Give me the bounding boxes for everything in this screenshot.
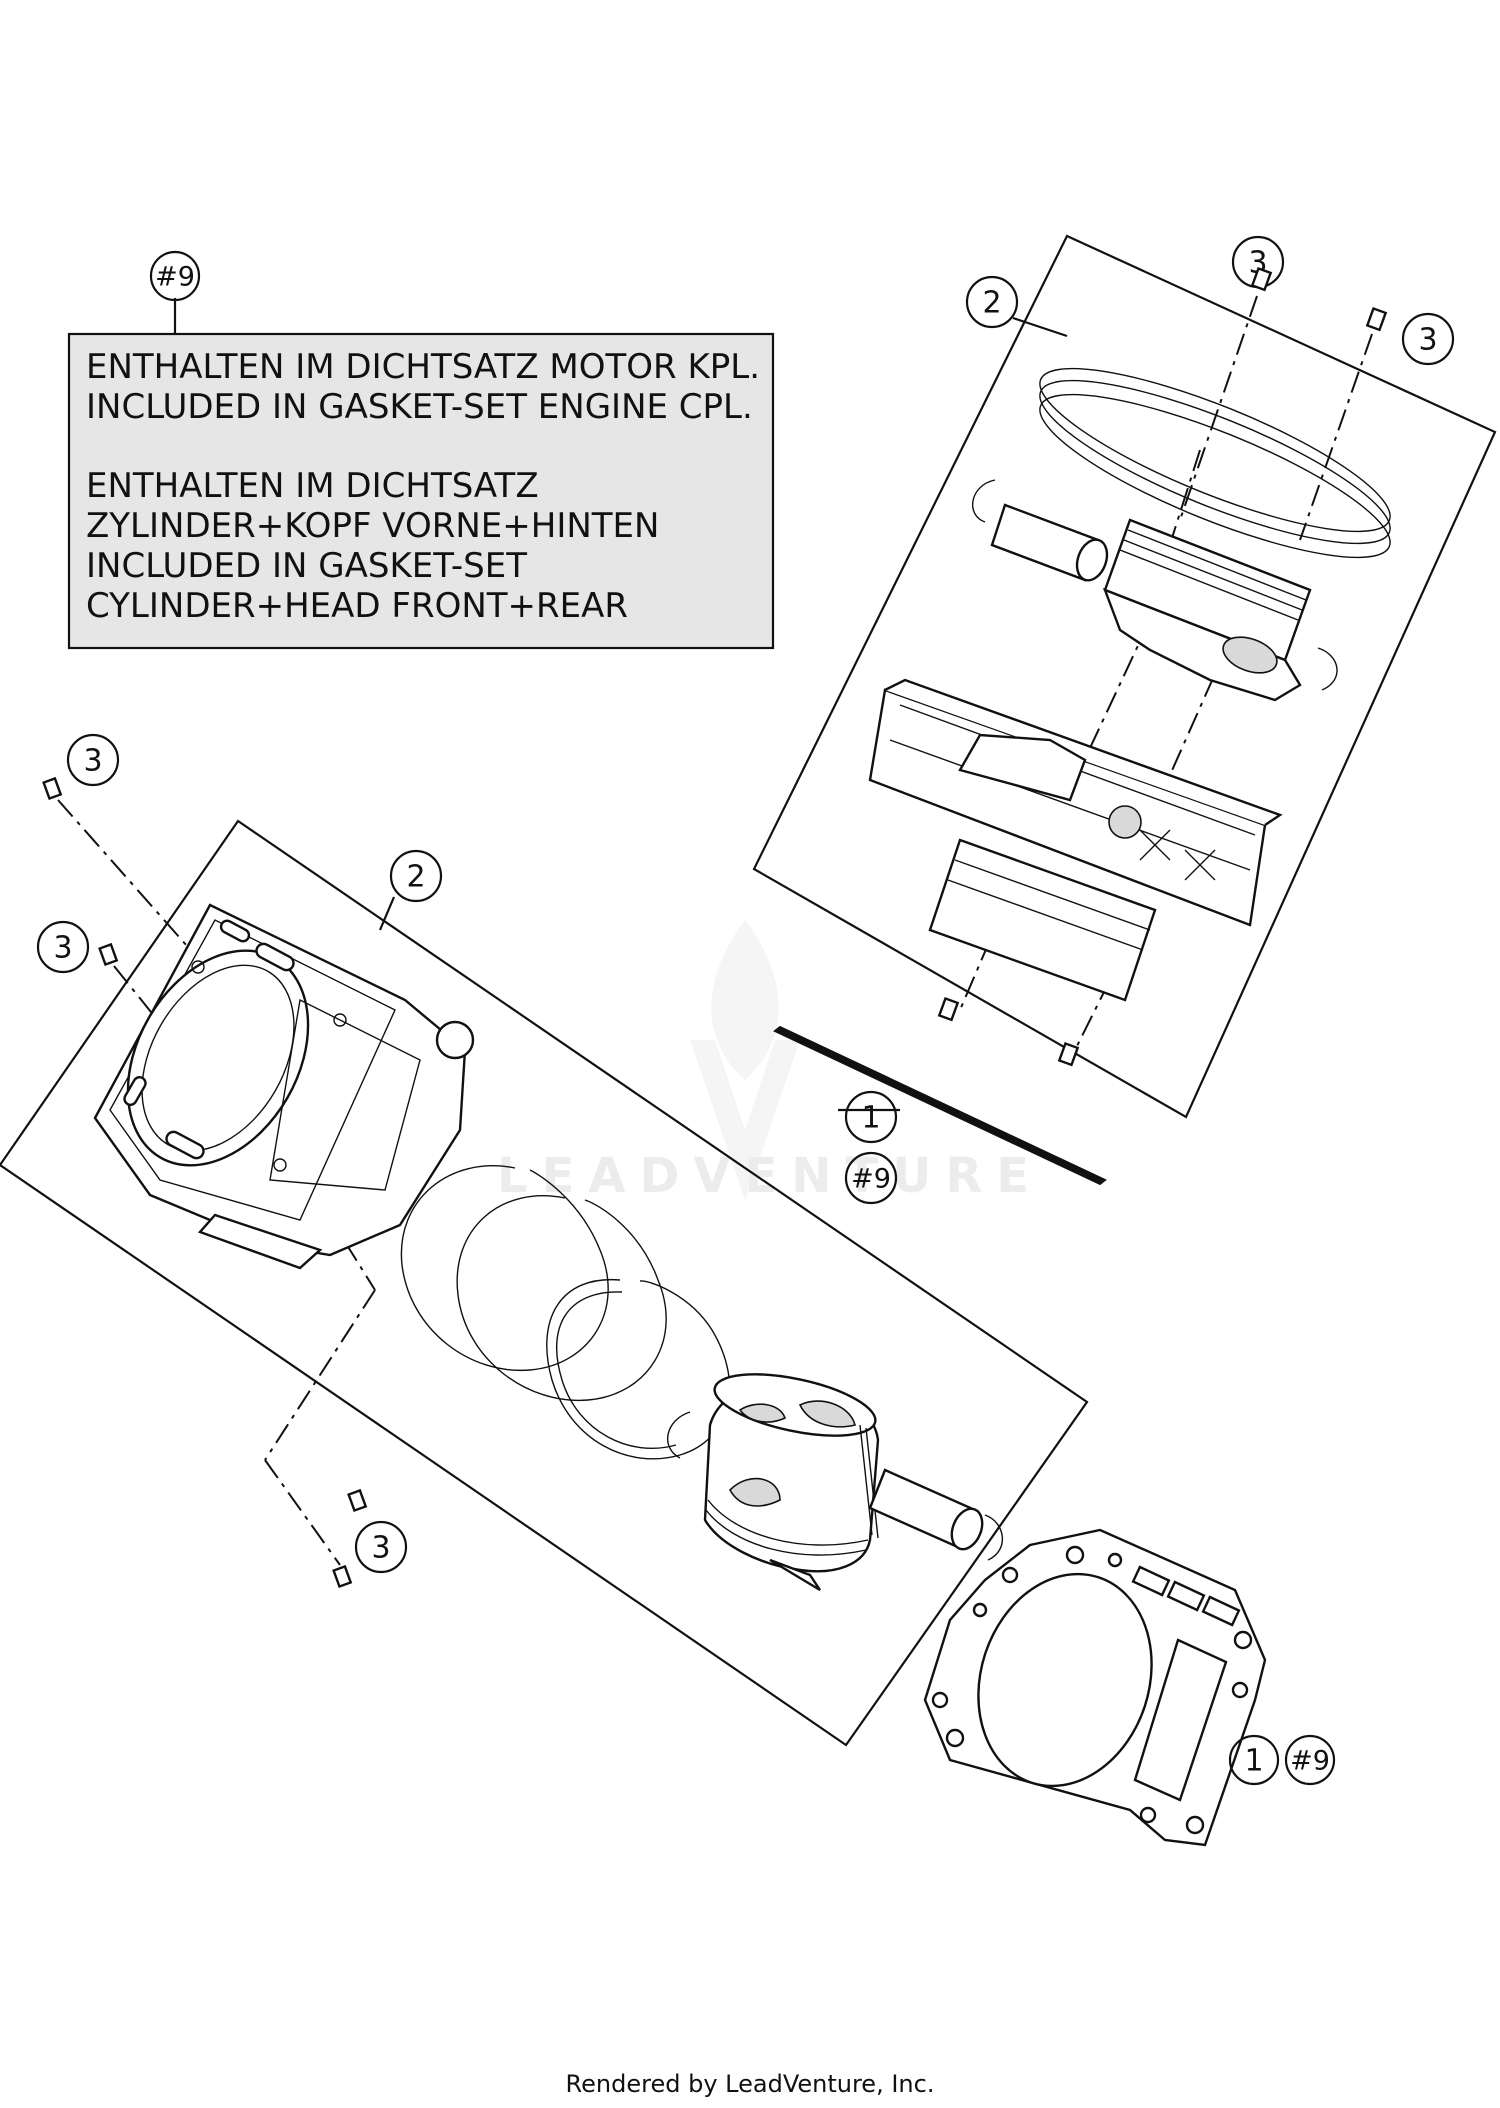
footer-credit: Rendered by LeadVenture, Inc. (566, 2070, 935, 2098)
top-assembly: 2 3 3 (752, 234, 1497, 1119)
cylinder-block-main (93, 903, 475, 1270)
note-box (67, 332, 775, 650)
dowel-pin-main-bottom-2 (332, 1564, 353, 1589)
note-ref-label: #9 (155, 262, 195, 293)
head-gasket-callouts: 1 #9 (1228, 1734, 1336, 1786)
note-line-4: ZYLINDER+KOPF VORNE+HINTEN (86, 506, 659, 546)
circlip-main-right (984, 1514, 1004, 1561)
dowel-pin-main-bottom-1 (347, 1488, 368, 1513)
flame-logo-icon (690, 920, 800, 1200)
note-line-3: ENTHALTEN IM DICHTSATZ (86, 466, 539, 506)
dowel-pin-bottom-right (1057, 1041, 1080, 1067)
note-line-2: INCLUDED IN GASKET-SET ENGINE CPL. (86, 387, 753, 427)
piston-main (703, 1373, 880, 1592)
dowel-pin-top-left (1250, 266, 1273, 292)
head-gasket-callout-ref: #9 (1290, 1746, 1330, 1777)
cylinder-block-top (868, 678, 1283, 1002)
base-gasket: 1 #9 (773, 1025, 1107, 1205)
note-ref-circle (149, 250, 201, 302)
watermark: LEADVENTURE (497, 920, 1043, 1204)
head-gasket-callout-number: 1 (1244, 1744, 1263, 1779)
piston-top (1102, 518, 1312, 702)
gasket-set-note: #9 ENTHALTEN IM DICHTSATZ MOTOR KPL. INC… (67, 250, 775, 650)
circlip-top-left (972, 479, 996, 523)
wrist-pin-main (868, 1468, 984, 1551)
top-assembly-frame (752, 234, 1497, 1119)
main-pin-mid-callout: 3 (53, 931, 72, 966)
main-pin-bottom-callout: 3 (371, 1531, 390, 1566)
dowel-pin-main-mid (98, 942, 119, 967)
top-pin-right-callout: 3 (1418, 323, 1437, 358)
main-assembly-callout: 2 (406, 860, 425, 895)
piston-rings-main (400, 1165, 731, 1460)
note-line-6: CYLINDER+HEAD FRONT+REAR (86, 586, 628, 626)
dowel-pin-bottom-left (937, 996, 960, 1022)
dowel-pin-top-right (1365, 306, 1388, 332)
piston-rings-top (1039, 367, 1391, 559)
main-assembly-frame (0, 819, 1089, 1747)
base-gasket-callout-ref: #9 (851, 1164, 891, 1195)
main-pin-top-callout: 3 (83, 744, 102, 779)
top-assembly-callout: 2 (982, 286, 1001, 321)
circlip-top-right (1317, 647, 1338, 691)
note-line-5: INCLUDED IN GASKET-SET (86, 546, 527, 586)
watermark-text: LEADVENTURE (497, 1148, 1043, 1204)
note-line-1: ENTHALTEN IM DICHTSATZ MOTOR KPL. (86, 347, 760, 387)
dowel-pin-main-top (42, 776, 63, 801)
head-gasket (923, 1528, 1267, 1847)
circlip-main-left (667, 1411, 691, 1459)
main-assembly: 2 3 3 3 (0, 733, 1089, 1747)
wrist-pin-top (990, 503, 1109, 582)
base-gasket-callout-number: 1 (861, 1101, 880, 1136)
